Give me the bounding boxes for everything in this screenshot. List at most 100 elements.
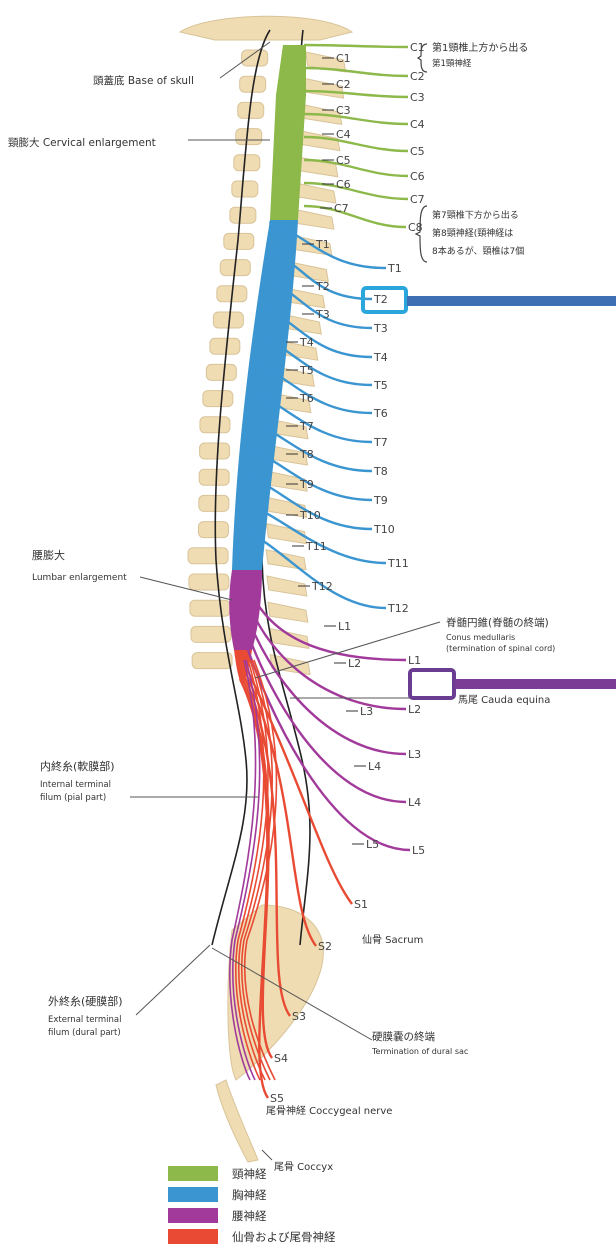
nerve-label-c2: C2 <box>410 70 425 83</box>
internal-filum-label-en1: Internal terminal <box>40 780 111 790</box>
legend-swatch <box>168 1187 218 1202</box>
nerve-label-s4: S4 <box>274 1052 288 1065</box>
vertebral-body <box>198 522 228 538</box>
nerve-label-t2: T2 <box>373 293 388 306</box>
vertebra-label-l3: L3 <box>360 705 373 718</box>
vertebra-label-t12: T12 <box>311 580 333 593</box>
lumbar-enlargement-label-jp: 腰膨大 <box>32 548 65 562</box>
cervical-enlargement-label: 頸膨大 Cervical enlargement <box>8 136 156 149</box>
vertebral-body <box>232 181 258 197</box>
vertebra-label-c6: C6 <box>336 178 351 191</box>
nerve-label-t6: T6 <box>373 407 388 420</box>
legend-swatch <box>168 1229 218 1244</box>
vertebra-label-t9: T9 <box>299 478 314 491</box>
vertebra-label-t8: T8 <box>299 448 314 461</box>
legend-label: 頸神経 <box>232 1167 267 1181</box>
internal-filum-label-en2: filum (pial part) <box>40 793 106 803</box>
nerve-label-t11: T11 <box>387 557 409 570</box>
vertebral-body <box>242 50 268 66</box>
legend-label: 腰神経 <box>232 1209 267 1223</box>
legend-swatch <box>168 1208 218 1223</box>
nerve-label-s3: S3 <box>292 1010 306 1023</box>
vertebra-label-t10: T10 <box>299 509 321 522</box>
nerve-label-t10: T10 <box>373 523 395 536</box>
coccyx-label: 尾骨 Coccyx <box>274 1161 333 1173</box>
vertebral-body <box>210 338 240 354</box>
conus-medullaris-label-en2: (termination of spinal cord) <box>446 644 555 653</box>
external-filum-label-en1: External terminal <box>48 1015 121 1025</box>
coccyx-bone <box>216 1080 258 1162</box>
base-of-skull-label: 頭蓋底 Base of skull <box>93 74 194 87</box>
cauda-equina-label: 馬尾 Cauda equina <box>458 694 550 706</box>
nerve-label-c4: C4 <box>410 118 425 131</box>
vertebra-label-t5: T5 <box>299 364 314 377</box>
spinous-process <box>266 550 306 570</box>
vertebral-body <box>192 653 232 669</box>
nerve-label-c6: C6 <box>410 170 425 183</box>
conus-medullaris-label-jp: 脊髄円錐(脊髄の終端) <box>446 616 549 629</box>
nerve-label-l4: L4 <box>408 796 421 809</box>
vertebra-label-c7: C7 <box>334 202 349 215</box>
c1-note-line1: 第1頸椎上方から出る <box>432 41 528 54</box>
sacrum-label: 仙骨 Sacrum <box>362 933 423 946</box>
vertebra-label-t6: T6 <box>299 392 314 405</box>
nerve-label-t3: T3 <box>373 322 388 335</box>
nerve-label-t12: T12 <box>387 602 409 615</box>
nerve-label-t7: T7 <box>373 436 388 449</box>
spinous-process <box>268 602 308 622</box>
nerve-label-s1: S1 <box>354 898 368 911</box>
vertebra-label-c5: C5 <box>336 154 351 167</box>
nerve-label-l1: L1 <box>408 654 421 667</box>
vertebral-body <box>206 364 236 380</box>
l3-highlight-box[interactable] <box>410 670 454 698</box>
nerve-label-l3: L3 <box>408 748 421 761</box>
c8-note-line3: 8本あるが、頸椎は7個 <box>432 245 524 257</box>
nerve-label-s5: S5 <box>270 1092 284 1105</box>
nerve-label-l5: L5 <box>412 844 425 857</box>
external-filum-label-jp: 外終糸(硬膜部) <box>48 994 123 1008</box>
nerve-label-t9: T9 <box>373 494 388 507</box>
nerve-label-c1: C1 <box>410 41 425 54</box>
vertebra-label-t7: T7 <box>299 420 314 433</box>
vertebra-label-l5: L5 <box>366 838 379 851</box>
c8-note-line2: 第8頸神経(頸神経は <box>432 227 513 239</box>
nerve-label-c7: C7 <box>410 193 425 206</box>
vertebra-label-t11: T11 <box>305 540 327 553</box>
vertebra-label-t2: T2 <box>315 280 330 293</box>
vertebral-body <box>199 469 229 485</box>
nerve-label-t4: T4 <box>373 351 388 364</box>
dural-sac-label-en: Termination of dural sac <box>371 1047 468 1056</box>
nerve-c1 <box>304 45 408 47</box>
legend-label: 仙骨および尾骨神経 <box>232 1230 336 1244</box>
nerve-label-t5: T5 <box>373 379 388 392</box>
vertebra-label-c4: C4 <box>336 128 351 141</box>
vertebra-label-c3: C3 <box>336 104 351 117</box>
vertebral-body <box>203 391 233 407</box>
vertebral-body <box>188 548 228 564</box>
vertebra-label-c2: C2 <box>336 78 351 91</box>
vertebra-label-l1: L1 <box>338 620 351 633</box>
lumbar-enlargement-label-en: Lumbar enlargement <box>32 573 127 583</box>
internal-filum-label-jp: 内終糸(軟膜部) <box>40 759 115 773</box>
spinous-process <box>269 628 309 648</box>
nerve-label-t1: T1 <box>387 262 402 275</box>
coccygeal-nerve-label: 尾骨神経 Coccygeal nerve <box>266 1104 392 1117</box>
nerve-label-c3: C3 <box>410 91 425 104</box>
legend-label: 胸神経 <box>232 1188 267 1202</box>
conus-medullaris-label-en1: Conus medullaris <box>446 633 515 642</box>
spinous-process <box>294 209 334 229</box>
nerve-label-s2: S2 <box>318 940 332 953</box>
vertebra-label-c1: C1 <box>336 52 351 65</box>
external-filum-label-en2: filum (dural part) <box>48 1028 121 1038</box>
c8-note-line1: 第7頸椎下方から出る <box>432 209 519 221</box>
vertebral-body <box>236 129 262 145</box>
vertebra-label-t3: T3 <box>315 308 330 321</box>
vertebral-body <box>200 443 230 459</box>
l3-pointer-arrow <box>455 679 616 689</box>
vertebra-label-t1: T1 <box>315 238 330 251</box>
dural-sac-label-jp: 硬膜嚢の終端 <box>372 1030 435 1043</box>
vertebral-body <box>189 574 229 590</box>
